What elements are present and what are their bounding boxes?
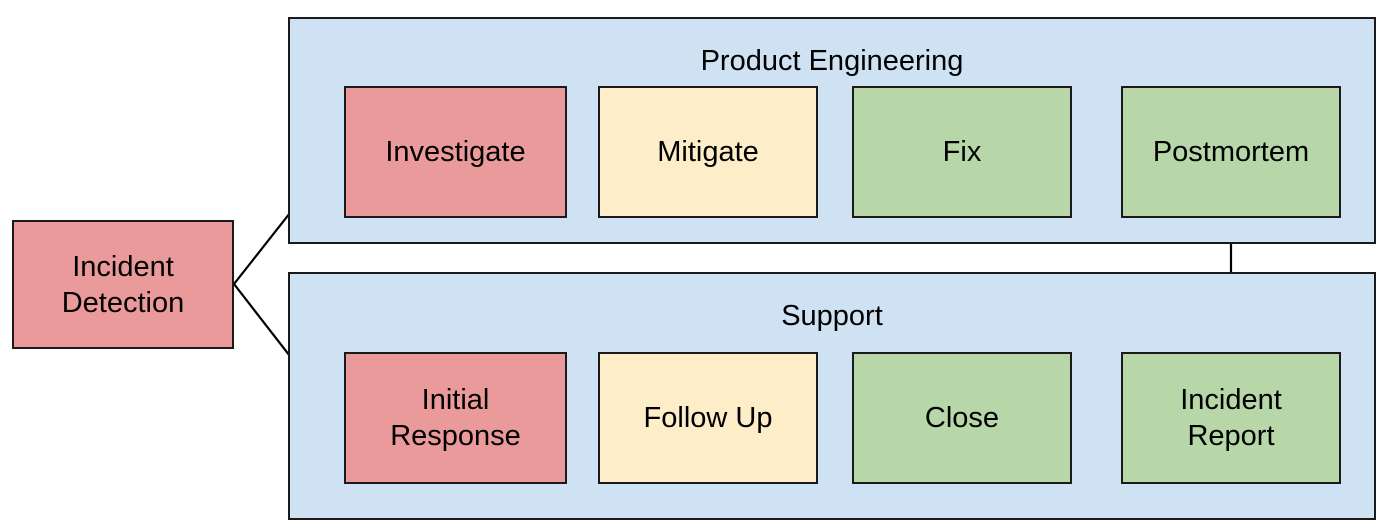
node-label-initial-response: Initial Response bbox=[390, 384, 521, 452]
node-label-follow-up: Follow Up bbox=[643, 402, 773, 434]
node-investigate[interactable]: Investigate bbox=[344, 86, 567, 218]
node-label-incident-report: Incident Report bbox=[1180, 384, 1282, 452]
node-postmortem[interactable]: Postmortem bbox=[1121, 86, 1341, 218]
node-initial-response[interactable]: Initial Response bbox=[344, 352, 567, 484]
node-mitigate[interactable]: Mitigate bbox=[598, 86, 818, 218]
lane-title-product-engineering: Product Engineering bbox=[700, 45, 964, 77]
node-follow-up[interactable]: Follow Up bbox=[598, 352, 818, 484]
node-label-fix: Fix bbox=[942, 136, 982, 168]
node-label-mitigate: Mitigate bbox=[657, 136, 759, 168]
lane-title-support: Support bbox=[781, 300, 883, 332]
node-label-incident-detection: Incident Detection bbox=[61, 250, 185, 319]
node-label-close: Close bbox=[924, 402, 1000, 434]
node-incident-report[interactable]: Incident Report bbox=[1121, 352, 1341, 484]
node-label-postmortem: Postmortem bbox=[1152, 136, 1310, 168]
node-close[interactable]: Close bbox=[852, 352, 1072, 484]
node-fix[interactable]: Fix bbox=[852, 86, 1072, 218]
node-label-investigate: Investigate bbox=[385, 136, 526, 168]
node-incident-detection[interactable]: Incident Detection bbox=[12, 220, 234, 349]
